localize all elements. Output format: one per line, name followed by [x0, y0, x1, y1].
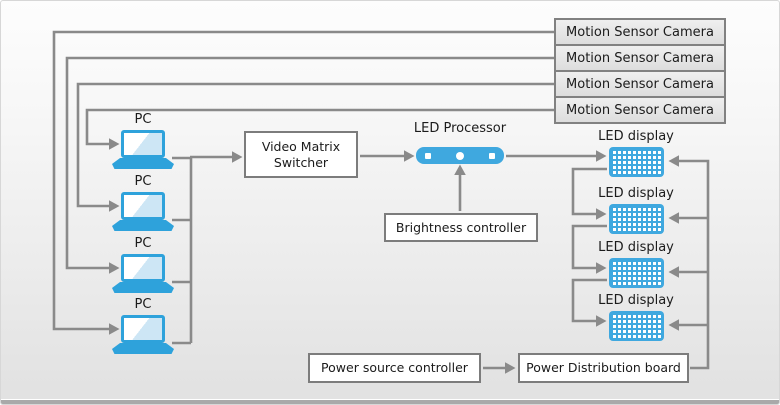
- pc-node-3: PC: [112, 236, 174, 294]
- pc-label: PC: [134, 236, 152, 251]
- camera-stack: Motion Sensor Camera Motion Sensor Camer…: [554, 18, 726, 124]
- connector-camera2-pc3: [65, 56, 554, 274]
- connector-camera4-pc1: [85, 108, 554, 150]
- pc-node-4: PC: [112, 297, 174, 355]
- video-matrix-switcher-box: Video Matrix Switcher: [244, 131, 358, 178]
- led-processor-icon: [416, 147, 504, 164]
- led-pixel-grid-icon: [612, 261, 661, 285]
- processor-port-icon: [489, 152, 495, 159]
- pc-node-2: PC: [112, 174, 174, 232]
- led-display-label: LED display: [598, 240, 674, 255]
- laptop-base-icon: [112, 282, 174, 293]
- led-display-1: [609, 147, 664, 177]
- laptop-icon: [121, 315, 165, 343]
- connector-display3-display4: [571, 278, 607, 327]
- brightness-controller-box: Brightness controller: [384, 213, 538, 242]
- motion-sensor-camera-3: Motion Sensor Camera: [554, 70, 726, 98]
- camera-label: Motion Sensor Camera: [566, 102, 714, 118]
- led-display-label: LED display: [598, 293, 674, 308]
- power-source-controller-box: Power source controller: [308, 353, 481, 383]
- motion-sensor-camera-1: Motion Sensor Camera: [554, 18, 726, 46]
- led-display-label: LED display: [598, 186, 674, 201]
- power-distribution-board-box: Power Distribution board: [518, 353, 689, 383]
- laptop-base-icon: [112, 158, 174, 169]
- pc-label: PC: [134, 297, 152, 312]
- led-display-3: [609, 258, 664, 288]
- panel-bottom-edge: [1, 399, 779, 404]
- laptop-icon: [121, 130, 165, 158]
- camera-label: Motion Sensor Camera: [566, 76, 714, 92]
- power-distribution-board-label: Power Distribution board: [526, 360, 681, 376]
- led-display-4: [609, 311, 664, 341]
- led-pixel-grid-icon: [612, 150, 661, 174]
- motion-sensor-camera-4: Motion Sensor Camera: [554, 96, 726, 124]
- brightness-controller-label: Brightness controller: [395, 219, 527, 235]
- connector-display2-display3: [571, 224, 607, 274]
- video-matrix-switcher-label: Video Matrix Switcher: [261, 138, 341, 170]
- pc-label: PC: [134, 174, 152, 189]
- camera-label: Motion Sensor Camera: [566, 50, 714, 66]
- processor-indicator-icon: [456, 151, 464, 160]
- connector-display1-display2: [571, 167, 607, 220]
- led-processor-label: LED Processor: [413, 121, 507, 136]
- camera-label: Motion Sensor Camera: [566, 24, 714, 40]
- led-pixel-grid-icon: [612, 207, 661, 231]
- led-pixel-grid-icon: [612, 314, 661, 338]
- laptop-base-icon: [112, 343, 174, 354]
- motion-sensor-camera-2: Motion Sensor Camera: [554, 44, 726, 72]
- connector-board-display1: [668, 155, 710, 370]
- connector-camera1-pc4: [52, 30, 554, 335]
- laptop-base-icon: [112, 220, 174, 231]
- processor-port-icon: [425, 152, 431, 159]
- laptop-icon: [121, 254, 165, 282]
- led-display-2: [609, 204, 664, 234]
- led-display-label: LED display: [598, 129, 674, 144]
- laptop-icon: [121, 192, 165, 220]
- pc-label: PC: [134, 112, 152, 127]
- pc-node-1: PC: [112, 112, 174, 170]
- connector-camera3-pc2: [76, 82, 554, 212]
- power-source-controller-label: Power source controller: [321, 360, 468, 376]
